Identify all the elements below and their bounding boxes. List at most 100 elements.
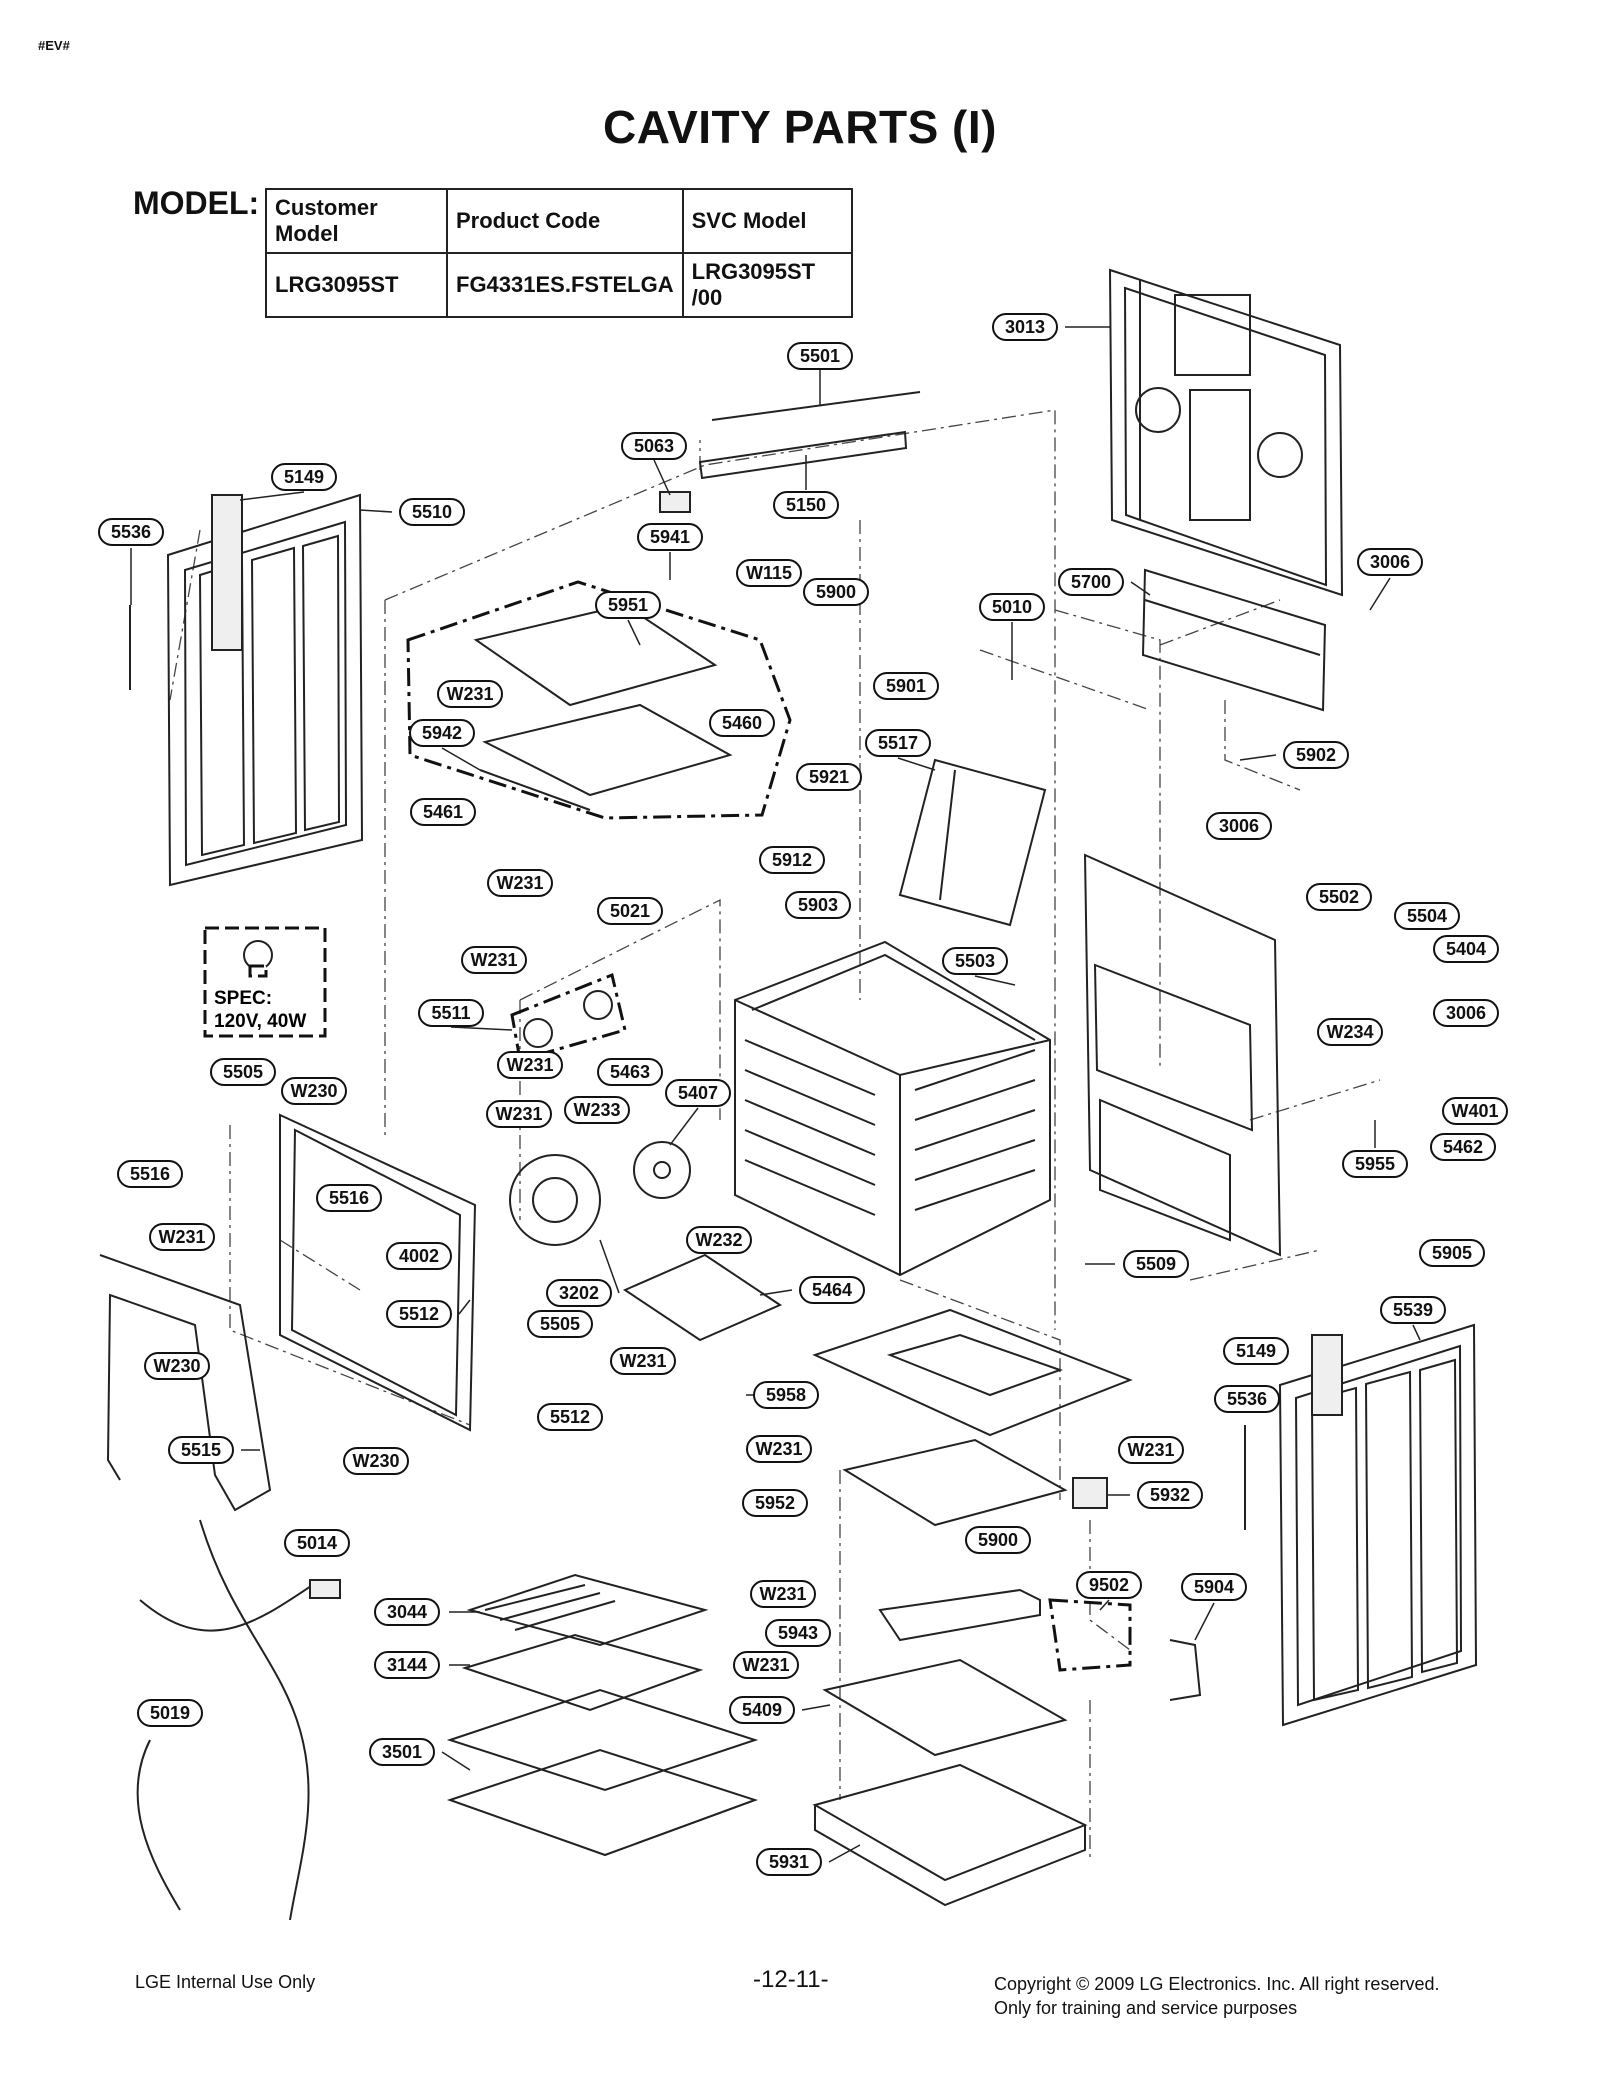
model-table-header-row: Customer Model Product Code SVC Model — [265, 188, 853, 254]
callout-label: 5536 — [1227, 1389, 1267, 1409]
callout-oval — [1137, 1481, 1203, 1509]
callout-5021: 5021 — [597, 897, 663, 925]
callout-5902: 5902 — [1283, 741, 1349, 769]
callout-3013: 3013 — [992, 313, 1058, 341]
callout-oval — [729, 1696, 795, 1724]
callout-oval — [942, 947, 1008, 975]
callout-oval — [765, 1619, 831, 1647]
callout-oval — [374, 1598, 440, 1626]
document-tag: #EV# — [38, 38, 70, 53]
callout-label: 5921 — [809, 767, 849, 787]
callout-label: 5014 — [297, 1533, 337, 1553]
callout-oval — [410, 798, 476, 826]
callout-5516: 5516 — [117, 1160, 183, 1188]
callout-label: 5900 — [978, 1530, 1018, 1550]
callout-label: W230 — [290, 1081, 337, 1101]
model-table: Customer Model Product Code SVC Model LR… — [265, 188, 853, 318]
spec-title: SPEC: — [214, 988, 272, 1009]
lamp-assembly — [510, 972, 627, 1062]
wire-harness — [136, 1519, 341, 1921]
callout-oval — [386, 1242, 452, 1270]
footer-internal-use: LGE Internal Use Only — [135, 1972, 316, 1992]
callout-label: W232 — [695, 1230, 742, 1250]
model-value-svc: LRG3095ST /00 — [681, 252, 853, 318]
callout-label: 3501 — [382, 1742, 422, 1762]
callout-label: 3006 — [1446, 1003, 1486, 1023]
callout-label: W233 — [573, 1100, 620, 1120]
callout-label: 5019 — [150, 1703, 190, 1723]
callout-label: 5943 — [778, 1623, 818, 1643]
callout-oval — [316, 1184, 382, 1212]
callout-3006: 3006 — [1357, 548, 1423, 576]
model-header-customer: Customer Model — [265, 188, 448, 254]
callout-oval — [1442, 1097, 1508, 1125]
callout-5900: 5900 — [803, 578, 869, 606]
callout-label: 5931 — [769, 1852, 809, 1872]
callout-oval — [756, 1848, 822, 1876]
callout-label: 5502 — [1319, 887, 1359, 907]
callout-5409: 5409 — [729, 1696, 795, 1724]
oven-cavity — [734, 940, 1051, 1277]
callout-3144: 3144 — [374, 1651, 440, 1679]
callout-label: 3013 — [1005, 317, 1045, 337]
callout-label: 5942 — [422, 723, 462, 743]
callout-label: 5409 — [742, 1700, 782, 1720]
callout-oval — [979, 593, 1045, 621]
top-rails — [659, 391, 921, 513]
callout-oval — [149, 1223, 215, 1251]
callout-oval — [753, 1381, 819, 1409]
callout-label: 3006 — [1370, 552, 1410, 572]
callout-label: 5515 — [181, 1440, 221, 1460]
model-table-value-row: LRG3095ST FG4331ES.FSTELGA LRG3095ST /00 — [265, 252, 853, 318]
callout-label: 5900 — [816, 582, 856, 602]
callout-5462: 5462 — [1430, 1133, 1496, 1161]
callout-oval — [746, 1435, 812, 1463]
callout-3006: 3006 — [1433, 999, 1499, 1027]
callout-5014: 5014 — [284, 1529, 350, 1557]
callout-oval — [1380, 1296, 1446, 1324]
model-header-svc: SVC Model — [681, 188, 853, 254]
callout-label: 5404 — [1446, 939, 1486, 959]
callout-oval — [759, 846, 825, 874]
racks-and-pans — [446, 1573, 759, 1857]
callout-label: 3044 — [387, 1602, 427, 1622]
model-value-product: FG4331ES.FSTELGA — [446, 252, 684, 318]
callout-label: W230 — [153, 1356, 200, 1376]
callout-oval — [271, 463, 337, 491]
callout-5536: 5536 — [98, 518, 164, 546]
callout-oval — [796, 763, 862, 791]
convection-fan — [509, 1141, 691, 1246]
callout-label: 5463 — [610, 1062, 650, 1082]
callout-oval — [686, 1226, 752, 1254]
callout-oval — [709, 709, 775, 737]
callout-label: 5149 — [1236, 1341, 1276, 1361]
callout-label: W231 — [495, 1104, 542, 1124]
callout-w231: W231 — [437, 680, 503, 708]
callout-5539: 5539 — [1380, 1296, 1446, 1324]
callout-oval — [564, 1096, 630, 1124]
callout-oval — [281, 1077, 347, 1105]
callout-oval — [665, 1079, 731, 1107]
callout-oval — [98, 518, 164, 546]
callout-label: 5505 — [223, 1062, 263, 1082]
callout-oval — [418, 999, 484, 1027]
callout-oval — [873, 672, 939, 700]
callout-label: 5504 — [1407, 906, 1447, 926]
callout-label: 4002 — [399, 1246, 439, 1266]
callout-5502: 5502 — [1306, 883, 1372, 911]
callout-5149: 5149 — [1223, 1337, 1289, 1365]
callout-5515: 5515 — [168, 1436, 234, 1464]
callout-label: W230 — [352, 1451, 399, 1471]
callout-5952: 5952 — [742, 1489, 808, 1517]
callout-oval — [1419, 1239, 1485, 1267]
callout-label: W234 — [1326, 1022, 1373, 1042]
callout-5516: 5516 — [316, 1184, 382, 1212]
callout-label: 5063 — [634, 436, 674, 456]
callout-label: 5461 — [423, 802, 463, 822]
callout-5509: 5509 — [1123, 1250, 1189, 1278]
callout-oval — [137, 1699, 203, 1727]
callout-3501: 3501 — [369, 1738, 435, 1766]
callout-5536: 5536 — [1214, 1385, 1280, 1413]
side-panel-left — [129, 493, 364, 887]
callout-label: W401 — [1451, 1101, 1498, 1121]
